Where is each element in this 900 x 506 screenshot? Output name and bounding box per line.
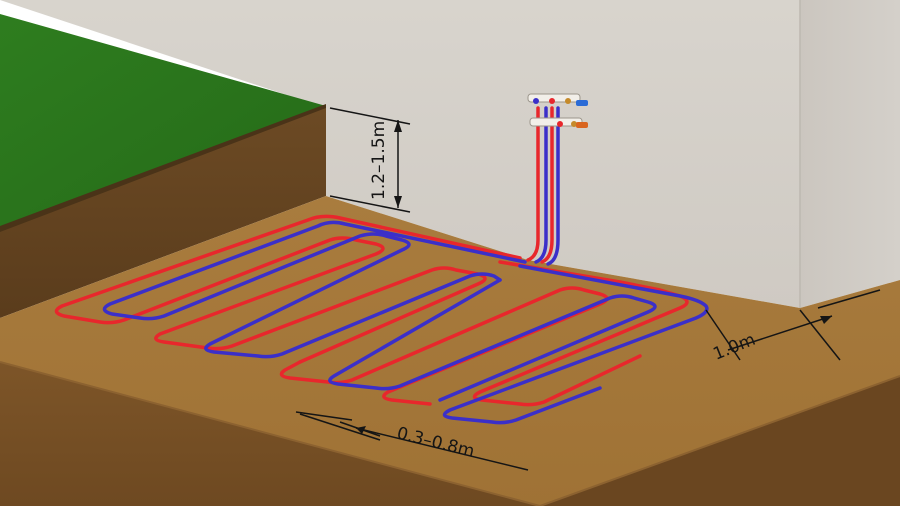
- soil-front-edge: [0, 361, 541, 506]
- flow-pipe-left: [54, 214, 522, 364]
- depth-label: 1.2–1.5m: [369, 121, 389, 200]
- spacing-dimension: [295, 411, 529, 471]
- house-wall: [0, 0, 800, 308]
- return-pipe-right: [442, 264, 709, 425]
- manifold-icon: [527, 93, 588, 128]
- soil-right-edge: [539, 375, 900, 506]
- flow-pipe-right-2: [279, 286, 609, 406]
- return-pipe-right-2: [328, 278, 657, 402]
- flow-pipe-right: [472, 260, 689, 407]
- collector-pipes: [54, 106, 709, 425]
- house-wall-side: [800, 0, 900, 308]
- riser-pipes-flow: [526, 106, 540, 262]
- trench-wall-left: [0, 108, 326, 318]
- riser-pipes-flow-2: [540, 106, 554, 264]
- depth-dimension: [329, 107, 411, 213]
- riser-pipes-return-2: [546, 106, 560, 266]
- grass-surface: [0, 14, 326, 228]
- riser-pipes-return: [534, 106, 548, 264]
- edge-distance-dimension: [705, 289, 881, 361]
- return-pipe-left: [102, 220, 527, 359]
